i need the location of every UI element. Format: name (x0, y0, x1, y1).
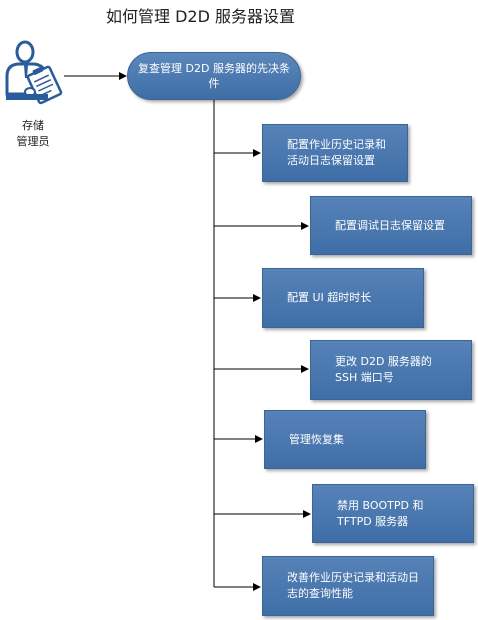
step-box-7: 改善作业历史记录和活动日志的查询性能 (262, 556, 434, 616)
start-step-label: 复查管理 D2D 服务器的先决条件 (138, 62, 290, 90)
step-label-3: 配置 UI 超时时长 (287, 291, 372, 304)
step-label-2: 配置调试日志保留设置 (335, 218, 445, 232)
actor-label: 存储 管理员 (10, 118, 56, 150)
storage-administrator-person-icon (5, 40, 63, 105)
step-box-4: 更改 D2D 服务器的 SSH 端口号 (310, 340, 472, 400)
actor-label-line-1: 存储 (22, 119, 44, 132)
step-box-3: 配置 UI 超时时长 (262, 268, 424, 328)
step-label-1: 配置作业历史记录和活动日志保留设置 (287, 138, 386, 167)
step-label-6: 禁用 BOOTPD 和 TFTPD 服务器 (337, 498, 424, 528)
step-label-5: 管理恢复集 (289, 432, 344, 446)
step-box-1: 配置作业历史记录和活动日志保留设置 (262, 124, 408, 182)
step-box-5: 管理恢复集 (264, 410, 426, 469)
start-step-box: 复查管理 D2D 服务器的先决条件 (127, 52, 301, 100)
step-box-6: 禁用 BOOTPD 和 TFTPD 服务器 (312, 484, 474, 543)
diagram-title: 如何管理 D2D 服务器设置 (106, 7, 295, 26)
actor-label-line-2: 管理员 (16, 135, 50, 148)
step-box-2: 配置调试日志保留设置 (310, 196, 472, 255)
step-label-7: 改善作业历史记录和活动日志的查询性能 (287, 571, 419, 600)
step-label-4: 更改 D2D 服务器的 SSH 端口号 (335, 355, 432, 384)
